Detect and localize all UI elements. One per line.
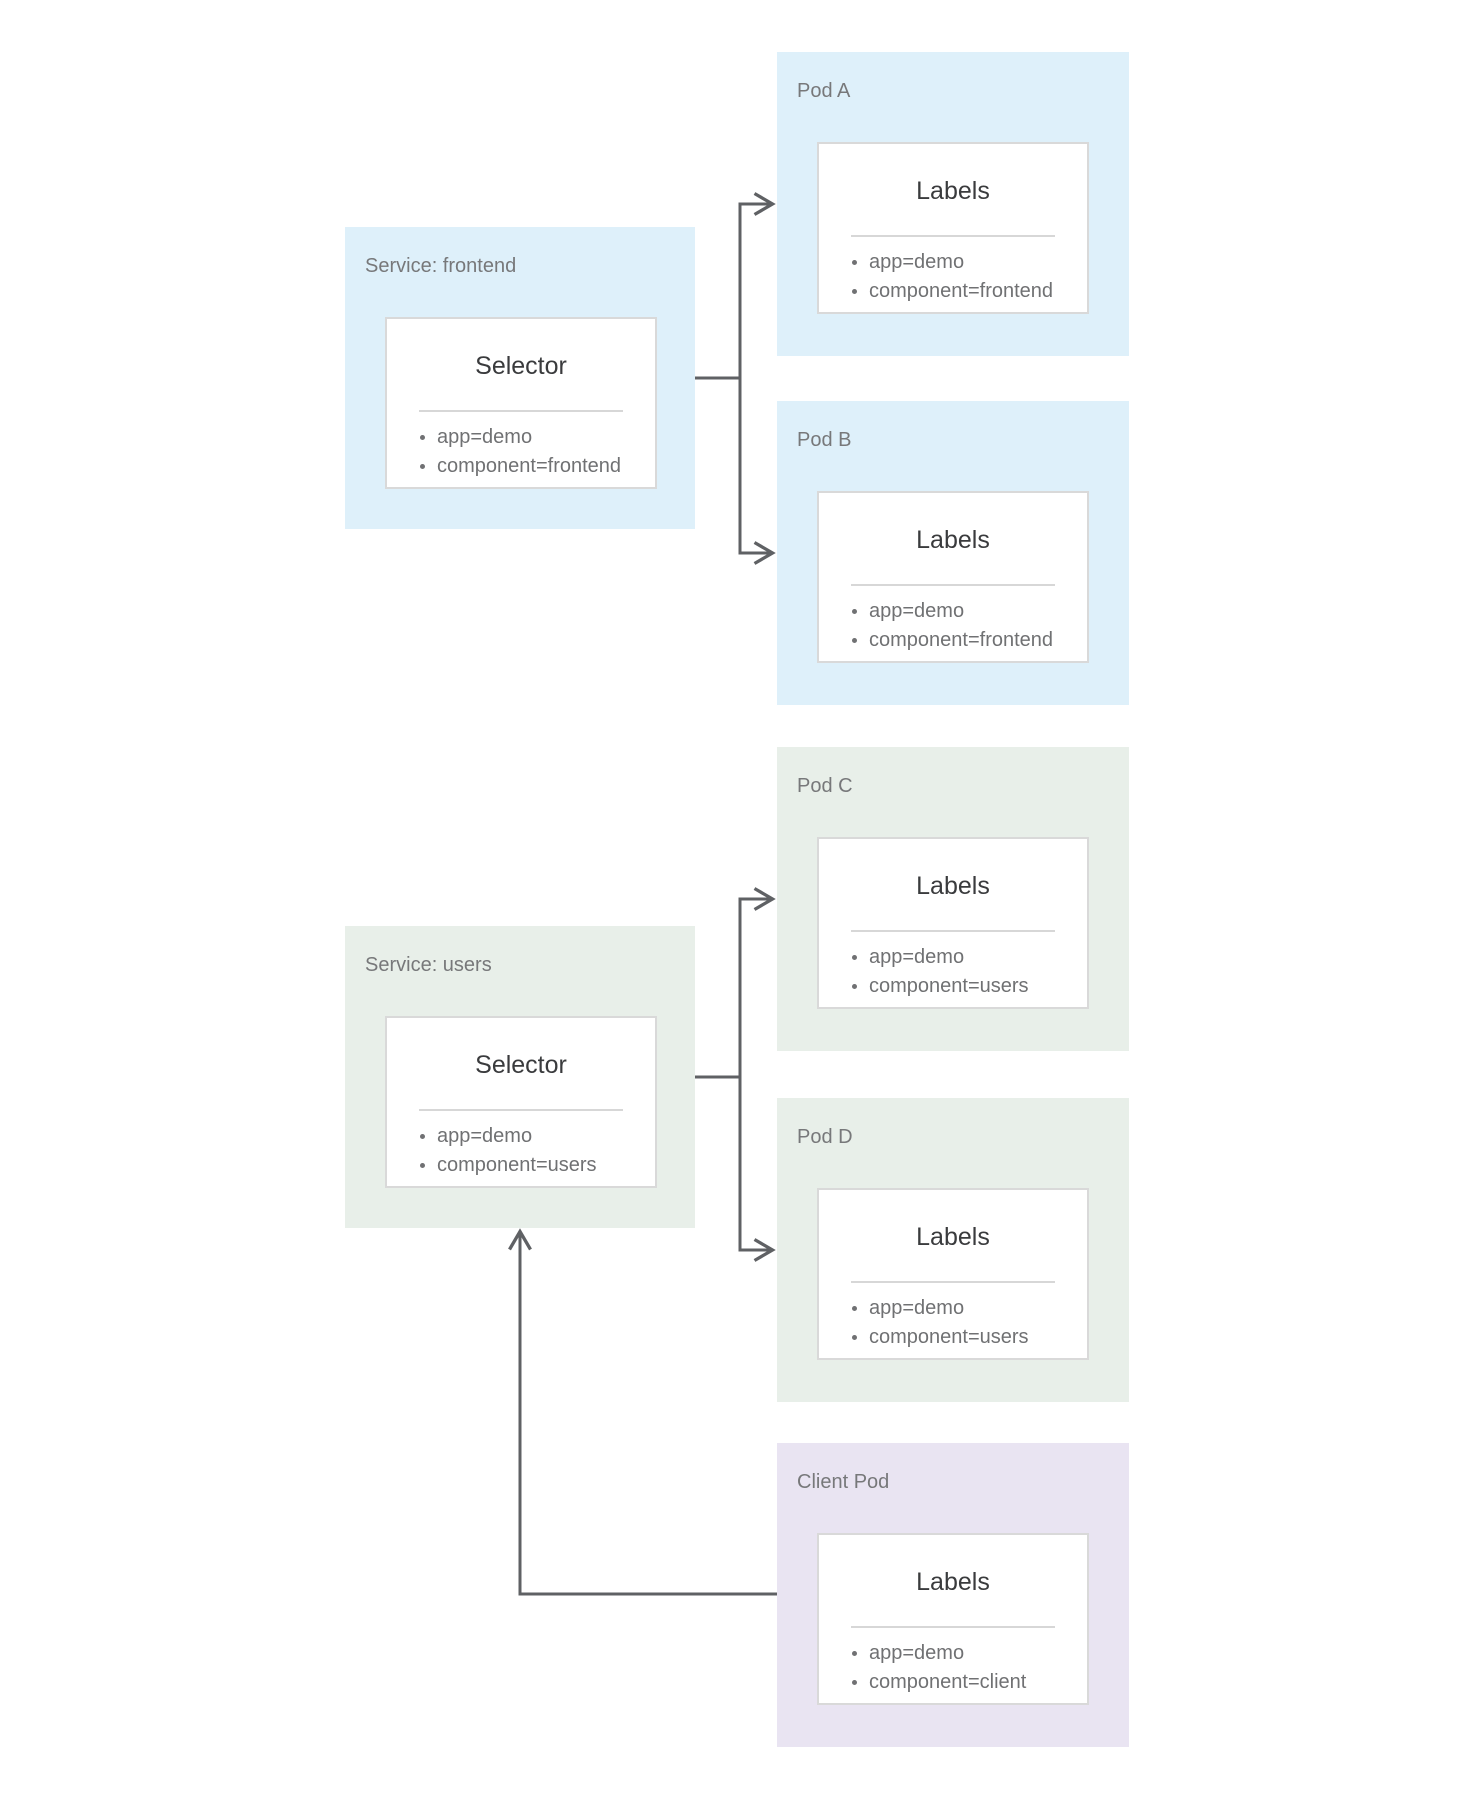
divider [419, 410, 623, 412]
selector-list: app=demo component=users [387, 1122, 655, 1180]
pod-a-labels-card: Labels app=demo component=frontend [817, 142, 1089, 314]
service-users-title: Service: users [365, 954, 492, 976]
arrow-service-users-to-pod-d [738, 1077, 776, 1262]
labels-heading: Labels [916, 1568, 990, 1596]
pod-c-box: Pod C Labels app=demo component=users [777, 747, 1129, 1051]
pod-d-labels-card: Labels app=demo component=users [817, 1188, 1089, 1360]
client-pod-labels-card: Labels app=demo component=client [817, 1533, 1089, 1705]
pod-d-box: Pod D Labels app=demo component=users [777, 1098, 1129, 1402]
selector-heading: Selector [475, 1051, 567, 1079]
label-item: app=demo [869, 248, 1087, 277]
service-frontend-selector-card: Selector app=demo component=frontend [385, 317, 657, 489]
selector-item: component=users [437, 1151, 655, 1180]
label-item: component=client [869, 1668, 1087, 1697]
label-item: component=users [869, 972, 1087, 1001]
divider [851, 930, 1055, 932]
service-frontend-title: Service: frontend [365, 255, 517, 277]
client-pod-title: Client Pod [797, 1471, 890, 1493]
labels-list: app=demo component=users [819, 943, 1087, 1001]
label-item: app=demo [869, 1639, 1087, 1668]
divider [851, 235, 1055, 237]
selector-item: app=demo [437, 423, 655, 452]
arrow-service-frontend-to-pod-b [738, 378, 776, 565]
pod-b-title: Pod B [797, 429, 852, 451]
labels-heading: Labels [916, 872, 990, 900]
label-item: component=frontend [869, 277, 1087, 306]
selector-item: component=frontend [437, 452, 655, 481]
arrow-client-pod-to-service-users [508, 1228, 777, 1596]
pod-a-title: Pod A [797, 80, 851, 102]
selector-heading: Selector [475, 352, 567, 380]
divider [851, 1281, 1055, 1283]
labels-list: app=demo component=frontend [819, 597, 1087, 655]
selector-list: app=demo component=frontend [387, 423, 655, 481]
divider [851, 584, 1055, 586]
labels-list: app=demo component=frontend [819, 248, 1087, 306]
pod-b-box: Pod B Labels app=demo component=frontend [777, 401, 1129, 705]
divider [419, 1109, 623, 1111]
arrow-service-users-to-pod-c [738, 887, 776, 1077]
pod-c-labels-card: Labels app=demo component=users [817, 837, 1089, 1009]
label-item: app=demo [869, 597, 1087, 626]
arrow-service-frontend-to-pod-a [738, 192, 776, 378]
divider [851, 1626, 1055, 1628]
client-pod-box: Client Pod Labels app=demo component=cli… [777, 1443, 1129, 1747]
pod-d-title: Pod D [797, 1126, 853, 1148]
labels-heading: Labels [916, 1223, 990, 1251]
labels-heading: Labels [916, 526, 990, 554]
service-users-box: Service: users Selector app=demo compone… [345, 926, 695, 1228]
label-item: component=users [869, 1323, 1087, 1352]
labels-list: app=demo component=users [819, 1294, 1087, 1352]
label-item: app=demo [869, 943, 1087, 972]
labels-list: app=demo component=client [819, 1639, 1087, 1697]
label-item: app=demo [869, 1294, 1087, 1323]
label-item: component=frontend [869, 626, 1087, 655]
labels-heading: Labels [916, 177, 990, 205]
pod-b-labels-card: Labels app=demo component=frontend [817, 491, 1089, 663]
service-users-selector-card: Selector app=demo component=users [385, 1016, 657, 1188]
pod-a-box: Pod A Labels app=demo component=frontend [777, 52, 1129, 356]
selector-item: app=demo [437, 1122, 655, 1151]
service-frontend-box: Service: frontend Selector app=demo comp… [345, 227, 695, 529]
pod-c-title: Pod C [797, 775, 853, 797]
